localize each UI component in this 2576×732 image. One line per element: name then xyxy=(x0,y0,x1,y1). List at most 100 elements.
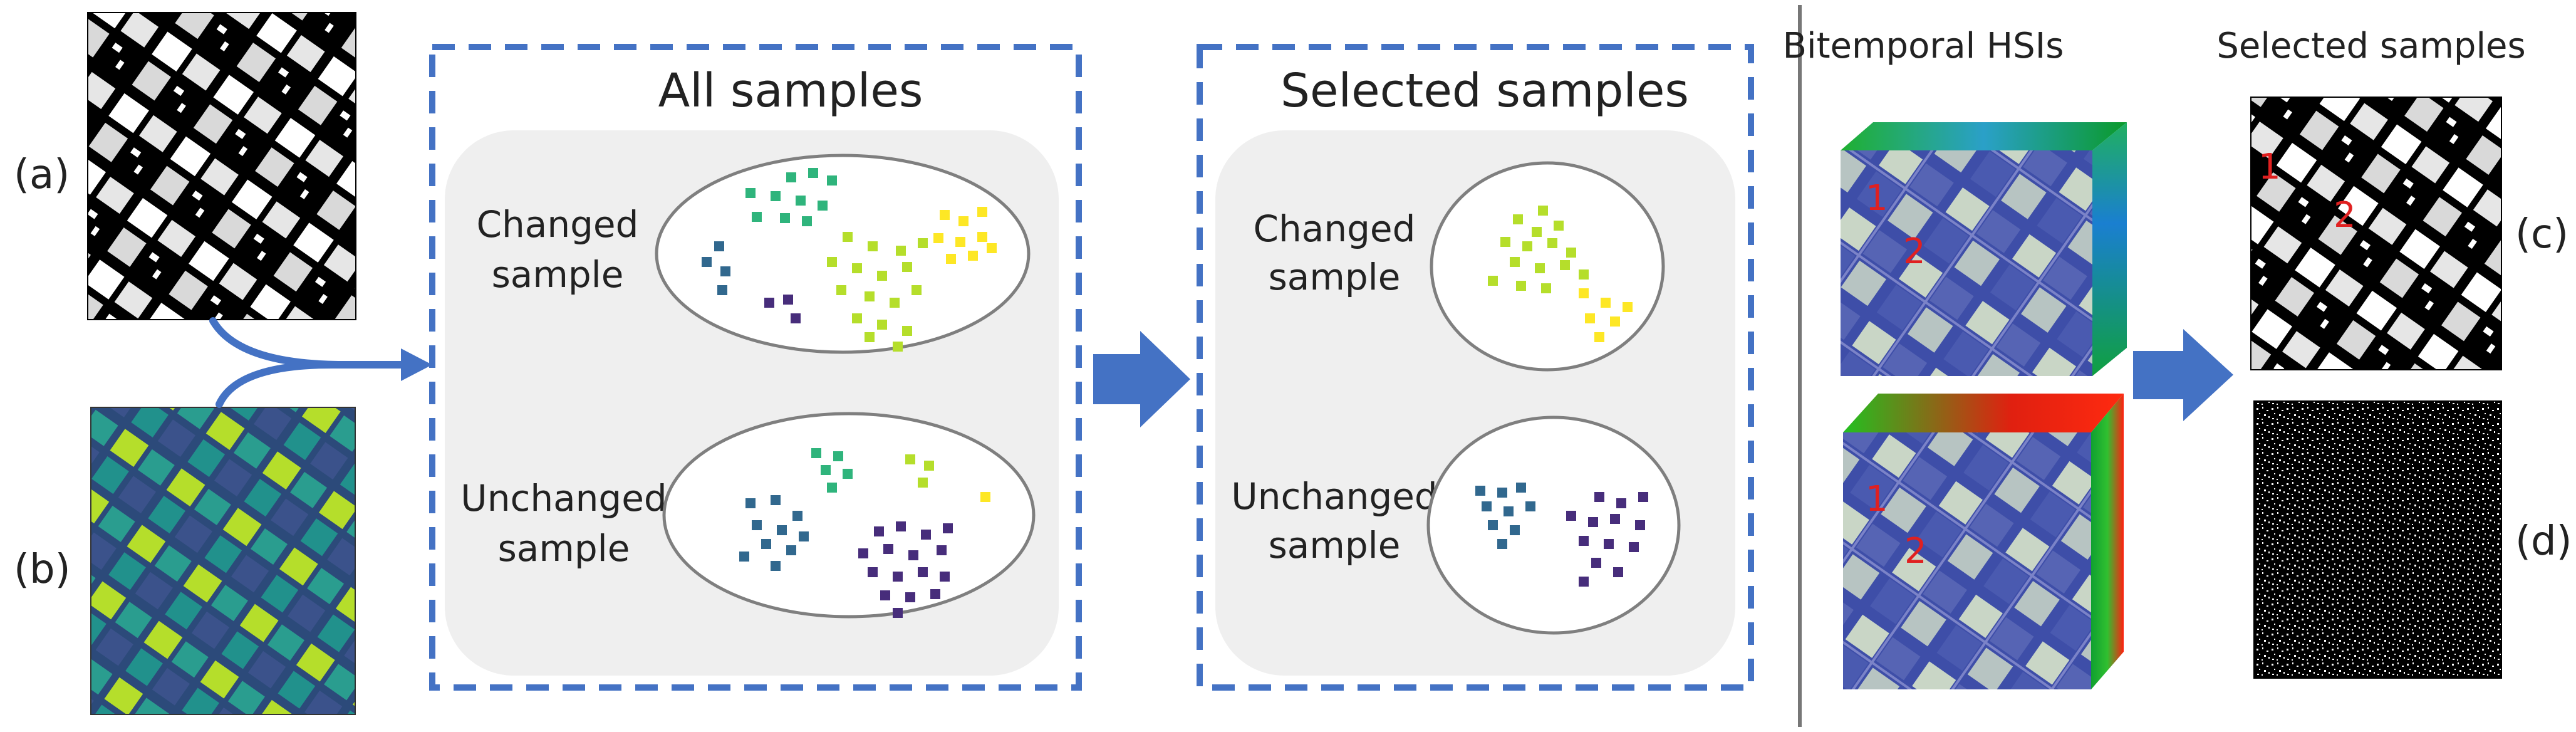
unchanged-sample-point xyxy=(811,448,821,458)
selected-changed-point xyxy=(1610,316,1620,327)
unchanged-sample-point xyxy=(827,483,837,493)
selected-unchanged-map-d xyxy=(2253,400,2502,679)
changed-sample-point xyxy=(720,266,730,276)
changed-sample-point xyxy=(702,257,712,267)
all-unchanged-label-line2: sample xyxy=(498,527,630,570)
hsi1-label-2: 2 xyxy=(1903,231,1926,272)
unchanged-sample-point xyxy=(843,469,853,479)
changed-sample-point xyxy=(745,188,756,198)
unchanged-sample-point xyxy=(918,567,928,577)
unchanged-sample-point xyxy=(908,550,918,560)
selected-changed-point xyxy=(1585,313,1595,323)
selected-changed-point xyxy=(1579,269,1589,280)
changed-sample-point xyxy=(818,201,828,211)
all-changed-clusters xyxy=(702,168,997,352)
label-c: (c) xyxy=(2515,211,2568,258)
unchanged-sample-point xyxy=(896,521,906,531)
selected-changed-label-line1: Changed xyxy=(1254,207,1416,250)
changed-sample-point xyxy=(890,298,900,308)
selected-unchanged-point xyxy=(1579,536,1589,546)
changed-sample-point xyxy=(902,262,912,272)
map-c-label-1: 1 xyxy=(2258,147,2281,187)
selected-changed-point xyxy=(1623,302,1633,312)
changed-sample-point xyxy=(780,213,790,223)
selected-unchanged-point xyxy=(1613,567,1623,577)
all-changed-label-line1: Changed xyxy=(477,203,639,246)
selected-unchanged-point xyxy=(1510,525,1520,535)
selected-changed-label-line2: sample xyxy=(1269,256,1401,298)
selected-unchanged-point xyxy=(1635,520,1645,530)
changed-sample-point xyxy=(827,257,837,267)
selected-samples-dashed-border xyxy=(1197,44,1754,691)
selected-changed-point xyxy=(1522,241,1532,251)
hsi-cube-time2: 1 2 xyxy=(1843,394,2124,689)
unchanged-sample-point xyxy=(777,525,787,535)
changed-sample-point xyxy=(865,291,875,301)
unchanged-sample-point xyxy=(905,592,915,602)
selected-changed-point xyxy=(1532,227,1542,237)
unchanged-sample-point xyxy=(799,531,809,541)
selected-changed-point xyxy=(1579,288,1589,298)
unchanged-sample-point xyxy=(739,552,749,562)
selected-changed-point xyxy=(1601,298,1611,308)
unchanged-sample-point xyxy=(792,511,802,521)
changed-sample-point xyxy=(843,232,853,242)
unchanged-sample-point xyxy=(980,492,990,502)
selected-changed-point xyxy=(1538,206,1548,216)
selected-unchanged-point xyxy=(1638,492,1648,502)
selected-changed-point xyxy=(1513,214,1523,224)
all-changed-label-line2: sample xyxy=(492,253,624,296)
selected-changed-point xyxy=(1500,237,1510,247)
selected-unchanged-point xyxy=(1497,539,1507,549)
changed-sample-point xyxy=(865,332,875,342)
unchanged-sample-point xyxy=(771,495,781,505)
unchanged-sample-point xyxy=(937,545,947,555)
selected-unchanged-point xyxy=(1588,517,1598,527)
unchanged-sample-point xyxy=(924,461,934,471)
selected-unchanged-point xyxy=(1594,492,1604,502)
selected-unchanged-point xyxy=(1610,514,1620,524)
changed-sample-point xyxy=(836,285,846,295)
changed-sample-point xyxy=(802,216,812,226)
unchanged-sample-point xyxy=(918,478,928,488)
all-unchanged-clusters xyxy=(739,448,990,618)
selected-samples-title: Selected samples xyxy=(1280,64,1689,118)
changed-sample-point xyxy=(933,233,943,243)
unchanged-sample-point xyxy=(943,523,953,533)
changed-sample-point xyxy=(868,241,878,251)
selected-unchanged-point xyxy=(1629,542,1639,552)
selected-changed-point xyxy=(1516,281,1526,291)
unchanged-sample-point xyxy=(905,454,915,464)
output-arrow xyxy=(2133,329,2233,421)
changed-sample-point xyxy=(958,216,969,226)
changed-sample-point xyxy=(896,246,906,256)
all-samples-dashed-border xyxy=(429,44,1082,691)
unchanged-sample-point xyxy=(893,608,903,618)
changed-sample-point xyxy=(946,254,956,264)
selected-unchanged-point xyxy=(1488,520,1498,530)
changed-sample-point xyxy=(786,172,796,182)
all-samples-title: All samples xyxy=(658,64,923,118)
changed-sample-point xyxy=(968,251,978,261)
unchanged-sample-point xyxy=(921,530,931,540)
unchanged-sample-point xyxy=(868,567,878,577)
changed-sample-point xyxy=(714,241,724,251)
unchanged-sample-point xyxy=(786,545,796,555)
changed-sample-point xyxy=(796,196,806,206)
changed-sample-point xyxy=(783,295,793,305)
unchanged-sample-point xyxy=(940,572,950,582)
all-samples-panel: All samples Changed sample Unchanged sam… xyxy=(429,44,1082,691)
changed-sample-point xyxy=(977,232,987,242)
hsi-title: Bitemporal HSIs xyxy=(1783,26,2064,66)
unchanged-sample-point xyxy=(761,539,771,549)
unchanged-sample-point xyxy=(874,526,884,536)
selected-unchanged-ellipse xyxy=(1426,416,1681,635)
changed-sample-point xyxy=(893,342,903,352)
unchanged-sample-point xyxy=(752,520,762,530)
changed-sample-point xyxy=(852,263,862,273)
selected-changed-point xyxy=(1488,276,1498,286)
changed-sample-point xyxy=(955,237,965,247)
selected-unchanged-label-line1: Unchanged xyxy=(1231,475,1437,518)
selected-unchanged-point xyxy=(1616,498,1626,508)
changed-sample-point xyxy=(827,175,837,186)
